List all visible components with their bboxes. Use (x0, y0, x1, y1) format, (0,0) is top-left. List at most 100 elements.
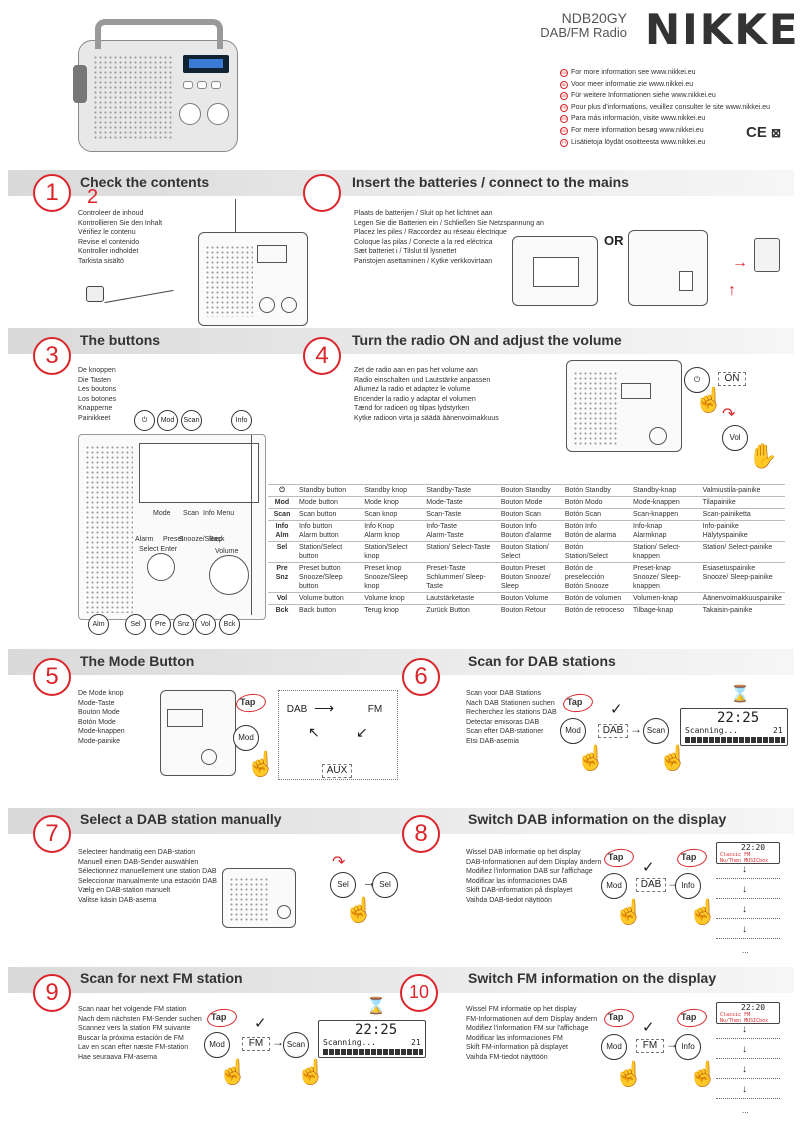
battery-illustration (512, 236, 598, 306)
step-1-title: Check the contents (80, 174, 210, 190)
scan-button[interactable]: Scan (643, 718, 669, 744)
arrow-up-left-icon: ↖ (308, 724, 320, 740)
step-6-number: 6 (402, 658, 440, 696)
dotted-line (716, 1098, 780, 1099)
table-cell: Äänenvoimakkuuspainike (699, 592, 785, 605)
step-7-number: 7 (33, 815, 71, 853)
callout-scan: Scan (181, 410, 202, 431)
flag-icon: DK (560, 126, 568, 135)
table-cell: Tilbage-knap (630, 604, 700, 616)
table-cell: Botón de preselección Botón Snooze (561, 562, 631, 593)
mod-button[interactable]: Mod (601, 873, 627, 899)
table-cell: Bouton Mode (497, 496, 562, 509)
table-cell: Info Knop Alarm knop (361, 520, 424, 542)
mode-fm: FM (242, 1037, 270, 1051)
tap-label: Tap (608, 1012, 624, 1022)
mode-fm: FM (367, 704, 383, 715)
mod-button[interactable]: Mod (233, 725, 259, 751)
hand-press-icon: ☝ (344, 897, 374, 924)
rotate-arrow-icon: ↷ (722, 406, 736, 423)
step-8-number: 8 (402, 815, 440, 853)
mod-button[interactable]: Mod (560, 718, 586, 744)
info-button[interactable]: Info (675, 1034, 701, 1060)
table-cell: Scan-Taste (423, 508, 498, 521)
website-link[interactable]: www.nikkei.eu (651, 69, 696, 76)
table-cell: Botón Station/Select (561, 541, 631, 563)
scan-button[interactable]: Scan (283, 1032, 309, 1058)
power-icon[interactable]: ⏻ (684, 367, 710, 393)
flag-icon: EN (560, 69, 568, 77)
tap-label: Tap (240, 697, 256, 707)
mod-button[interactable]: Mod (204, 1032, 230, 1058)
website-link[interactable]: www.nikkei.eu (671, 92, 716, 100)
website-link[interactable]: www.nikkei.eu (660, 115, 706, 123)
hourglass-icon: ⌛ (730, 686, 750, 703)
flag-icon: FI (560, 138, 568, 147)
step-10-title: Switch FM information on the display (468, 970, 717, 986)
product-subtitle: DAB/FM Radio (540, 25, 627, 40)
website-link[interactable]: www.nikkei.eu (648, 80, 694, 88)
sel-button[interactable]: Sel (372, 872, 398, 898)
section-bar-3 (8, 649, 794, 675)
table-cell: Standby-Taste (423, 484, 498, 497)
dotted-line (716, 898, 780, 899)
table-cell: Volumen-knap (630, 592, 700, 605)
mod-button[interactable]: Mod (601, 1034, 627, 1060)
sel-button[interactable]: Sel (330, 872, 356, 898)
website-link[interactable]: www.nikkei.eu (660, 138, 706, 146)
hand-press-icon: ☝ (614, 1061, 644, 1088)
lcd-display: 22:20 Classic FM Nu/Then MUSICbox (716, 842, 780, 864)
website-link[interactable]: www.nikkei.eu (659, 126, 704, 134)
dotted-line (716, 918, 780, 919)
table-cell: Back button (296, 604, 362, 616)
hand-press-icon: ☝ (296, 1059, 326, 1086)
table-cell: Station/ Select-Taste (423, 541, 498, 563)
table-cell: Bouton Scan (497, 508, 562, 521)
tap-label: Tap (567, 697, 583, 707)
step-2-title: Insert the batteries / connect to the ma… (352, 174, 629, 190)
table-cell: Station/Select knop (361, 541, 424, 563)
flag-icon: FR (560, 103, 568, 112)
step-4-number: 4 (303, 337, 341, 375)
flag-icon: DE (560, 92, 568, 101)
table-cell: Scan-knappen (630, 508, 700, 521)
dotted-line (716, 938, 780, 939)
table-key-cell: Scan (268, 508, 296, 521)
table-cell: Tilapainike (699, 496, 785, 509)
table-cell: Standby button (296, 484, 362, 497)
table-cell: Mode-knappen (630, 496, 700, 509)
website-link[interactable]: www.nikkei.eu (725, 103, 770, 111)
table-cell: Zurück Button (423, 604, 498, 616)
arrow-down-icon: ↓ (742, 1064, 747, 1075)
checkmark-icon: ✓ (610, 701, 623, 718)
lcd-display: 22:25 Scanning... 21 (318, 1020, 426, 1058)
table-key-cell: Vol (268, 592, 296, 605)
table-cell: Scan-painiketta (699, 508, 785, 521)
ellipsis: ... (742, 946, 749, 955)
info-button[interactable]: Info (675, 873, 701, 899)
dotted-line (716, 878, 780, 879)
step-3-title: The buttons (80, 332, 161, 348)
table-cell: Standby-knap (630, 484, 700, 497)
vol-button[interactable]: Vol (722, 425, 748, 451)
section-bar-4 (8, 808, 794, 834)
arrow-down-icon: ↓ (742, 1024, 747, 1035)
step-9-number: 9 (33, 974, 71, 1012)
step-4-title: Turn the radio ON and adjust the volume (352, 332, 622, 348)
table-cell: Preset button Snooze/Sleep button (296, 562, 362, 593)
table-cell: Botón de volumen (561, 592, 631, 605)
table-cell: Bouton Standby (497, 484, 562, 497)
step-2-text: Plaats de batterijen / Sluit op het lich… (354, 210, 544, 265)
callout-power-icon: ⏻ (134, 410, 155, 431)
table-cell: Lautstärketaste (423, 592, 498, 605)
